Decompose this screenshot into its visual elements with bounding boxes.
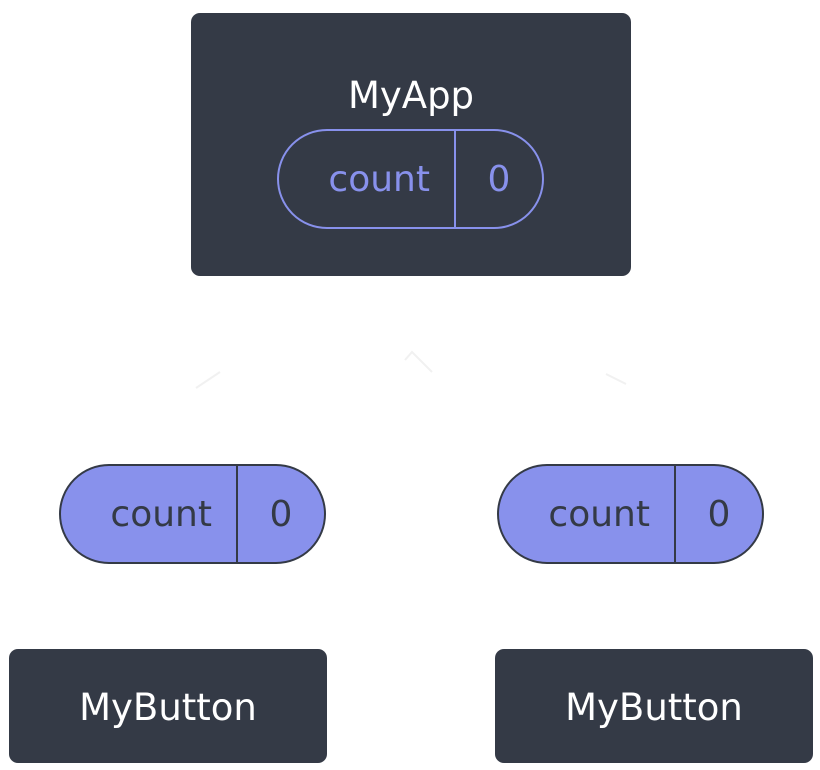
mybutton-node-right: MyButton — [495, 649, 813, 763]
right-prop-pill: count 0 — [497, 464, 764, 564]
prop-value: 0 — [674, 466, 762, 562]
prop-value: 0 — [236, 466, 324, 562]
connector-center — [404, 350, 433, 373]
mybutton-title: MyButton — [79, 686, 257, 729]
left-prop-pill: count 0 — [59, 464, 326, 564]
myapp-state-pill: count 0 — [277, 129, 544, 229]
connector-left — [195, 371, 221, 389]
prop-key: count — [110, 493, 212, 535]
state-key: count — [328, 158, 430, 200]
mybutton-node-left: MyButton — [9, 649, 327, 763]
prop-key: count — [548, 493, 650, 535]
myapp-title: MyApp — [347, 74, 475, 117]
mybutton-title: MyButton — [565, 686, 743, 729]
connector-right — [605, 373, 627, 385]
myapp-node: MyApp count 0 — [191, 13, 631, 276]
state-value: 0 — [454, 131, 542, 227]
